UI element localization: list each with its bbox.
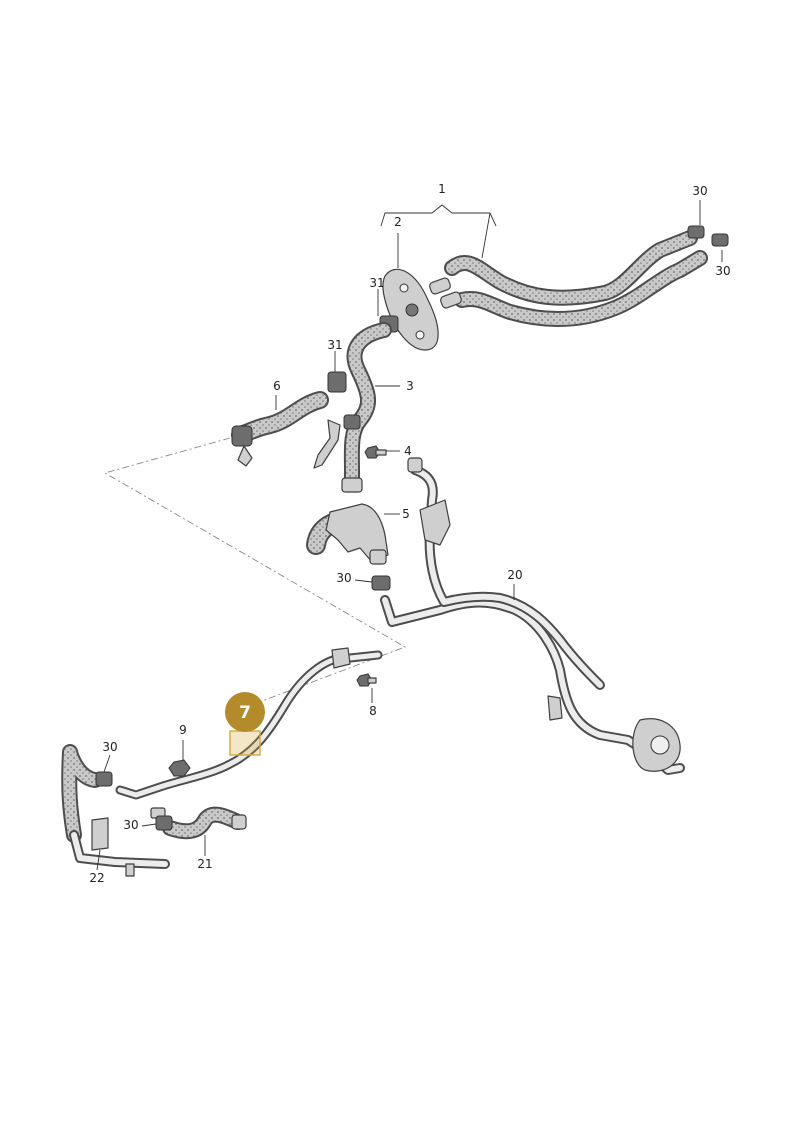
heater-hose-pair	[429, 225, 729, 328]
hose-21	[155, 806, 247, 840]
highlight-box	[229, 730, 261, 756]
leader-lines	[96, 200, 723, 871]
coolant-pipe-7	[115, 647, 383, 819]
callout-30-top-a: 30	[692, 184, 707, 198]
callout-21: 21	[197, 857, 212, 871]
callout-1: 1	[438, 182, 446, 196]
hose-6	[231, 391, 329, 467]
clamp-30-mid-icon	[371, 575, 391, 591]
hose-clamp-icon	[687, 225, 705, 239]
coolant-pipe-20	[380, 457, 685, 775]
callout-5: 5	[402, 507, 410, 521]
callout-30-mid: 30	[336, 571, 351, 585]
callout-9: 9	[179, 723, 187, 737]
hose-3	[341, 322, 392, 493]
callout-4: 4	[404, 444, 412, 458]
callout-22: 22	[89, 871, 104, 885]
callout-1-leader	[481, 212, 491, 259]
highlight-badge	[225, 692, 265, 732]
callout-8: 8	[369, 704, 377, 718]
mounting-bracket	[313, 419, 341, 469]
nut-9-icon	[168, 759, 191, 777]
clamp-31-lower-icon	[327, 371, 347, 393]
callout-20: 20	[507, 568, 522, 582]
coolant-valve-5	[306, 503, 389, 565]
callout-30-top-b: 30	[715, 264, 730, 278]
callout-30-left-b: 30	[123, 818, 138, 832]
callout-31-b: 31	[327, 338, 342, 352]
callout-6: 6	[273, 379, 281, 393]
bolt-4-icon	[364, 445, 387, 459]
callout-3: 3	[406, 379, 414, 393]
callout-2: 2	[394, 215, 402, 229]
explode-reference-line	[103, 437, 407, 716]
callout-31-a: 31	[369, 276, 384, 290]
callout-labels: 1 2 3 4 5 6 7 8 9 20 21 22 30 30 30 30 3…	[89, 182, 730, 885]
callout-30-left-a: 30	[102, 740, 117, 754]
callout-7: 7	[239, 703, 251, 723]
hose-clamp-icon	[711, 233, 729, 247]
flange-plate	[382, 268, 439, 351]
bolt-8-icon	[356, 673, 377, 687]
